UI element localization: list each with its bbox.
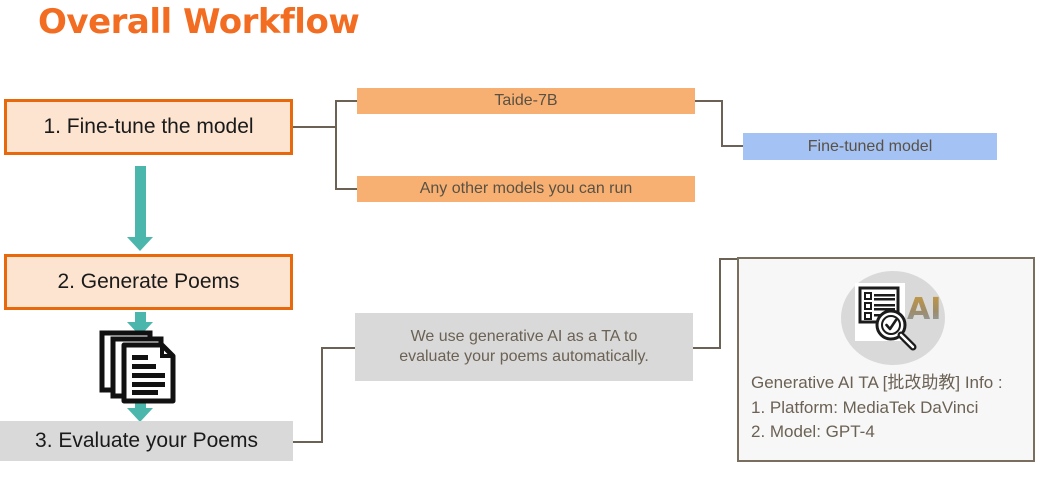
- arrow-head: [127, 408, 153, 422]
- step-label: 1. Fine-tune the model: [43, 114, 254, 138]
- svg-text:AI: AI: [907, 292, 939, 327]
- ai-info-text: Generative AI TA [批改助教] Info : 1. Platfo…: [751, 371, 1031, 445]
- connector-taide-to-fine-tuned-model: [721, 145, 745, 147]
- model-label: Any other models you can run: [419, 180, 633, 197]
- output-label: Fine-tuned model: [807, 137, 933, 155]
- arrow-step1-to-step2: [127, 166, 153, 251]
- step-box-fine-tune-the-model[interactable]: 1. Fine-tune the model: [4, 99, 293, 155]
- arrow-shaft: [135, 312, 146, 323]
- step-box-generate-poems[interactable]: 2. Generate Poems: [4, 254, 293, 310]
- ai-info-heading: Generative AI TA [批改助教] Info :: [751, 373, 1003, 392]
- note-line-2: evaluate your poems automatically.: [399, 348, 649, 365]
- ai-info-model: 2. Model: GPT-4: [751, 422, 875, 442]
- step-box-evaluate-your-poems[interactable]: 3. Evaluate your Poems: [0, 421, 293, 461]
- arrow-head: [127, 237, 153, 251]
- note-line-1: We use generative AI as a TA to: [410, 328, 638, 345]
- output-box-fine-tuned-model[interactable]: Fine-tuned model: [743, 133, 997, 160]
- step-label: 3. Evaluate your Poems: [35, 428, 258, 452]
- ai-checklist-magnifier-icon: AI: [851, 277, 941, 357]
- model-label: Taide-7B: [494, 92, 558, 109]
- ai-ta-info-panel: AI Generative AI TA [批改助教] Info : 1. Pla…: [737, 257, 1035, 462]
- connector-note-vertical: [719, 258, 721, 349]
- model-box-any-other-models[interactable]: Any other models you can run: [357, 176, 695, 202]
- connector-step3-to-note: [321, 347, 357, 349]
- ai-info-platform: 1. Platform: MediaTek DaVinci: [751, 397, 979, 417]
- note-box-generative-ai-ta: We use generative AI as a TA to evaluate…: [355, 313, 693, 381]
- connector-step3-out: [293, 441, 323, 443]
- step-label: 2. Generate Poems: [57, 269, 240, 293]
- connector-step3-vertical: [321, 347, 323, 443]
- connector-step1-to-bracket: [293, 126, 336, 128]
- connector-note-to-ai-panel: [719, 258, 739, 260]
- page-title: Overall Workflow: [38, 2, 360, 42]
- arrow-shaft: [135, 166, 146, 237]
- connector-taide-vertical: [721, 100, 723, 147]
- connector-bracket-to-taide: [335, 100, 358, 102]
- connector-bracket-to-other-models: [335, 188, 358, 190]
- documents-stack-icon: [99, 330, 181, 404]
- connector-taide-out: [695, 100, 723, 102]
- model-box-taide-7b[interactable]: Taide-7B: [357, 88, 695, 114]
- connector-bracket-vertical: [335, 100, 337, 190]
- connector-note-out: [693, 347, 721, 349]
